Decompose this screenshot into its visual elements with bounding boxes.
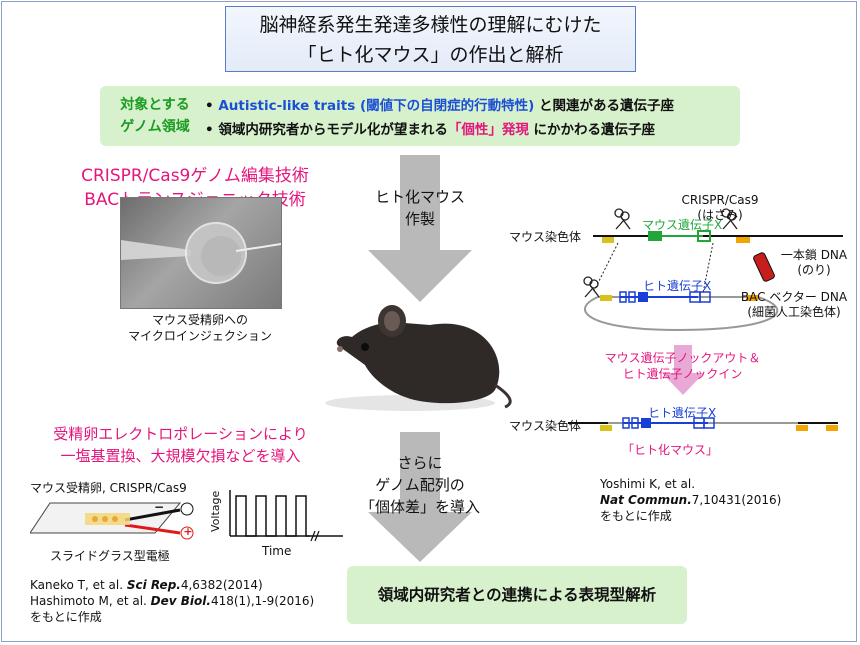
- target-bullet-1: • Autistic-like traits (閾値下の自閉症的行動特性) と関…: [205, 94, 674, 114]
- crispr-label-line1: CRISPR/Cas9: [681, 193, 759, 207]
- human-gene-label-2: ヒト遺伝子X: [648, 406, 717, 420]
- bullet2-prefix: • 領域内研究者からモデル化が望まれる: [205, 122, 448, 138]
- down-arrow-2: [368, 432, 472, 562]
- humanized-mouse-label: 「ヒト化マウス」: [621, 443, 718, 457]
- micro-caption-line2: マイクロインジェクション: [128, 329, 272, 343]
- arrow2-line3: 「個体差」を導入: [359, 498, 480, 516]
- microinjection-caption: マウス受精卵への マイクロインジェクション: [110, 312, 290, 344]
- arrow2-label: さらに ゲノム配列の 「個体差」を導入: [345, 452, 495, 518]
- crispr-label: CRISPR/Cas9 (はさみ): [660, 193, 780, 223]
- knockout-knockin-label: マウス遺伝子ノックアウト＆ ヒト遺伝子ノックイン: [575, 350, 790, 382]
- ref-left-2-author: Hashimoto M, et al.: [30, 594, 151, 608]
- mouse-gene-label: マウス遺伝子X: [642, 218, 723, 232]
- ko-line1: マウス遺伝子ノックアウト＆: [604, 351, 761, 365]
- ref-left-2-journal: Dev Biol.: [150, 594, 211, 608]
- slide-electrode-drawing: [30, 502, 194, 540]
- ref-right-2: Nat Commun.7,10431(2016): [600, 492, 781, 508]
- ref-right-2-rest: 7,10431(2016): [691, 493, 782, 507]
- bac-label: BAC ベクター DNA (細菌人工染色体): [735, 290, 853, 320]
- voltage-axis-label: Voltage: [209, 490, 222, 532]
- phenotype-analysis-box: [347, 566, 687, 624]
- bac-line1: BAC ベクター DNA: [740, 290, 848, 304]
- ref-left-1-rest: 4,6382(2014): [180, 578, 263, 592]
- ssdna-line2: (のり): [797, 263, 831, 277]
- mouse-chromosome-label: マウス染色体: [509, 230, 582, 244]
- bullet1-suffix: と関連がある遺伝子座: [534, 98, 675, 114]
- arrow2-line2: ゲノム配列の: [375, 476, 465, 494]
- target-label: 対象とする ゲノム領域: [110, 94, 200, 138]
- ko-line2: ヒト遺伝子ノックイン: [622, 367, 743, 381]
- target-bullet-2: • 領域内研究者からモデル化が望まれる「個性」発現 にかかわる遺伝子座: [205, 118, 655, 138]
- target-label-line1: 対象とする: [120, 97, 190, 113]
- electrode-top-label: マウス受精卵, CRISPR/Cas9: [30, 481, 187, 495]
- ref-left-2: Hashimoto M, et al. Dev Biol.418(1),1-9(…: [30, 593, 314, 609]
- ref-left-2-rest: 418(1),1-9(2016): [210, 594, 315, 608]
- bullet2-pink: 「個性」発現: [447, 122, 529, 138]
- title-box: 脳神経系発生発達多様性の理解にむけた 「ヒト化マウス」の作出と解析: [225, 6, 636, 72]
- left-references: Kaneko T, et al. Sci Rep.4,6382(2014) Ha…: [30, 577, 314, 625]
- mouse-image: [325, 305, 512, 411]
- bullet1-prefix: •: [205, 98, 219, 114]
- bac-line2: (細菌人工染色体): [747, 305, 841, 319]
- target-label-line2: ゲノム領域: [120, 119, 190, 135]
- arrow1-label: ヒト化マウス 作製: [360, 186, 480, 230]
- title-line2: 「ヒト化マウス」の作出と解析: [297, 44, 564, 66]
- electrode-bottom-label: スライドグラス型電極: [50, 549, 170, 563]
- target-region-box: [100, 86, 740, 146]
- ref-left-1-author: Kaneko T, et al.: [30, 578, 127, 592]
- arrow1-line2: 作製: [404, 210, 435, 228]
- arrow1-line1: ヒト化マウス: [374, 188, 465, 206]
- human-gene-label: ヒト遺伝子X: [643, 279, 712, 293]
- title-line1: 脳神経系発生発達多様性の理解にむけた: [259, 14, 602, 36]
- time-axis-label: Time: [262, 544, 292, 558]
- knockin-diagram: [568, 208, 843, 431]
- bullet1-blue: Autistic-like traits (閾値下の自閉症的行動特性): [218, 98, 535, 114]
- bullet2-suffix: にかかわる遺伝子座: [528, 122, 656, 138]
- microinjection-image: [120, 197, 282, 309]
- ref-right-1: Yoshimi K, et al.: [600, 477, 696, 491]
- ssdna-label: 一本鎖 DNA (のり): [774, 248, 854, 278]
- down-arrow-1: [368, 155, 472, 302]
- electroporation-heading: 受精卵エレクトロポレーションにより 一塩基置換、大規模欠損などを導入: [18, 423, 343, 467]
- microinjection-drawing: [121, 222, 282, 284]
- ref-right-3: をもとに作成: [600, 509, 672, 523]
- ref-left-3: をもとに作成: [30, 610, 102, 624]
- plus-terminal-label: +: [183, 525, 193, 538]
- phenotype-analysis-text: 領域内研究者との連携による表現型解析: [377, 586, 657, 604]
- right-references: Yoshimi K, et al. Nat Commun.7,10431(201…: [600, 476, 781, 524]
- mouse-chromosome-label-2: マウス染色体: [509, 419, 582, 433]
- arrow2-line1: さらに: [397, 454, 443, 472]
- crispr-label-line2: (はさみ): [697, 208, 743, 222]
- pulse-waveform: [229, 490, 343, 542]
- minus-terminal-label: −: [153, 500, 165, 514]
- ref-right-2-journal: Nat Commun.: [600, 493, 692, 507]
- electro-line1: 受精卵エレクトロポレーションにより: [53, 425, 308, 443]
- micro-caption-line1: マウス受精卵への: [151, 313, 248, 327]
- ref-left-1-journal: Sci Rep.: [126, 578, 181, 592]
- ssdna-line1: 一本鎖 DNA: [780, 248, 848, 262]
- technique-line1: CRISPR/Cas9ゲノム編集技術: [81, 166, 309, 186]
- ref-left-1: Kaneko T, et al. Sci Rep.4,6382(2014): [30, 577, 314, 593]
- electro-line2: 一塩基置換、大規模欠損などを導入: [60, 447, 301, 465]
